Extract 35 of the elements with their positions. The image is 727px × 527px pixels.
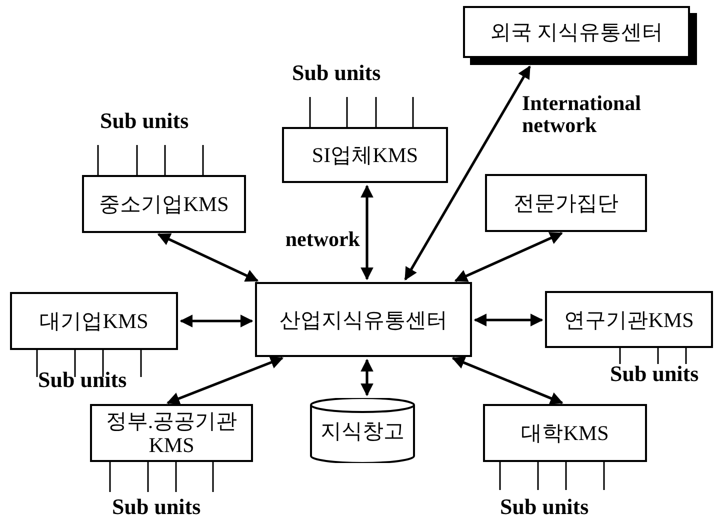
sub-units-label: Sub units (100, 108, 189, 134)
sub-units-label: Sub units (500, 494, 589, 520)
node-label: 정부.공공기관 KMS (104, 409, 238, 457)
sub-units-label: Sub units (292, 60, 381, 86)
arrow (404, 66, 531, 281)
system-box (10, 292, 178, 350)
arrow (157, 233, 259, 282)
system-box (282, 127, 448, 183)
node-label: 대기업KMS (40, 309, 148, 333)
arrow (474, 314, 544, 326)
arrow (180, 314, 254, 328)
node-label: 지식창고 (320, 418, 404, 442)
arrow (452, 356, 564, 404)
node-label: 연구기관KMS (564, 308, 694, 332)
system-box (485, 174, 647, 232)
node-label: 외국 지식유통센터 (490, 20, 664, 44)
edge-label: network (284, 228, 360, 250)
arrow (360, 184, 374, 280)
sub-units-label: Sub units (610, 361, 699, 387)
arrow (166, 356, 284, 405)
node-label: 전문가집단 (514, 191, 618, 215)
center-box (255, 282, 472, 357)
system-box (82, 175, 246, 233)
node-label: 대학KMS (521, 421, 609, 445)
arrow (454, 232, 563, 282)
node-label: 중소기업KMS (99, 192, 229, 216)
edge-label: International network (522, 92, 642, 136)
arrow (360, 358, 374, 396)
sub-units-label: Sub units (38, 367, 127, 393)
system-box (90, 404, 253, 462)
sub-units-label: Sub units (112, 494, 201, 520)
system-box (483, 404, 647, 462)
system-box (545, 291, 713, 348)
node-label: 산업지식유통센터 (280, 308, 448, 332)
node-label: SI업체KMS (312, 143, 418, 167)
